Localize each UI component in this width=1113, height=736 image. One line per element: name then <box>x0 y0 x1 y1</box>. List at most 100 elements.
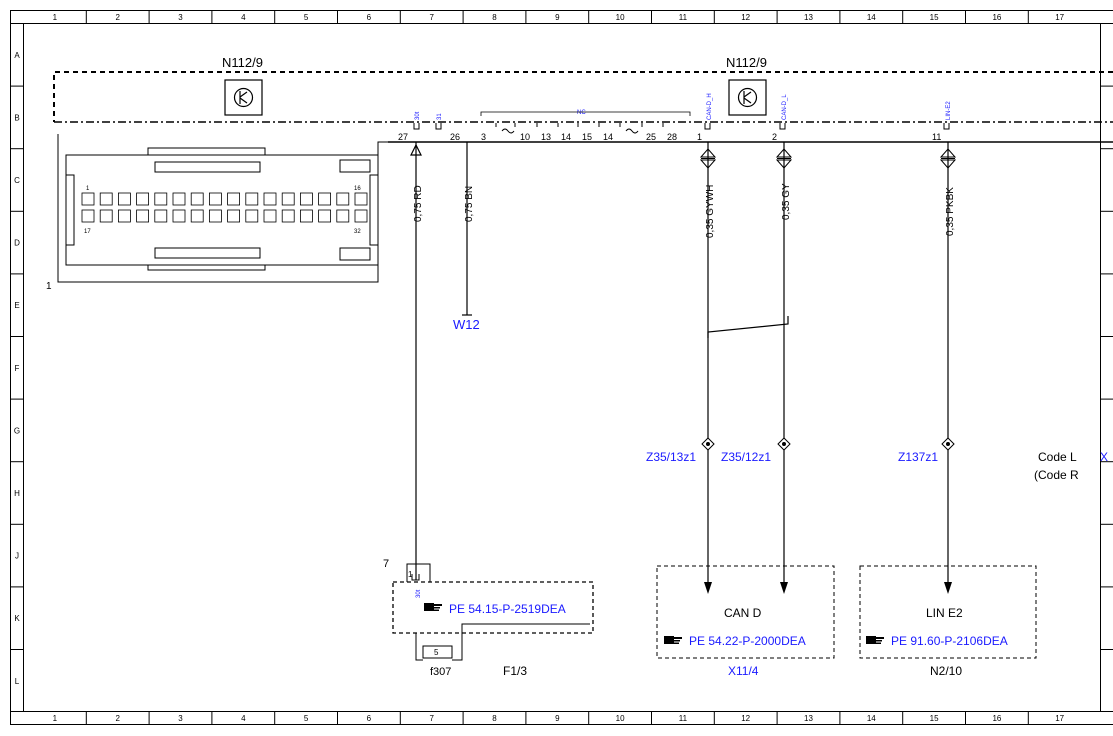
ground-reference-link[interactable]: W12 <box>453 317 480 332</box>
connector-pin-cell <box>318 192 332 206</box>
connector-pin-cell <box>299 209 313 223</box>
lin-pe-reference-link[interactable]: PE 91.60-P-2106DEA <box>891 634 1008 648</box>
connector-pin-cell <box>245 209 259 223</box>
column-label: 6 <box>367 714 372 723</box>
connector-pin-cell <box>136 192 150 206</box>
column-label: 8 <box>492 13 497 22</box>
module-label-right: N112/9 <box>726 55 767 70</box>
connector-housing <box>57 134 388 283</box>
fuse-signal: 30t <box>416 589 422 598</box>
wire-label-rd: 0,75 RD <box>413 185 424 222</box>
column-label: 13 <box>804 714 813 723</box>
can-box-title: CAN D <box>724 606 762 620</box>
wire-label-bn: 0,75 BN <box>464 186 475 222</box>
connector-pin-cell <box>172 192 186 206</box>
connector-pin-cell <box>299 192 313 206</box>
lin-box-title: LIN E2 <box>926 606 963 620</box>
hand-pointer-icon <box>424 603 442 611</box>
fuse-box-name: F1/3 <box>503 664 527 678</box>
wire-label-gy: 0,35 GY <box>781 183 792 220</box>
column-label: 1 <box>53 13 58 22</box>
pin-27: 27 <box>398 132 408 142</box>
column-label: 11 <box>679 13 688 22</box>
hand-pointer-icon <box>664 636 682 644</box>
row-dividers <box>10 85 1113 650</box>
column-label: 13 <box>804 13 813 22</box>
column-label: 10 <box>616 714 625 723</box>
connector-pin-cell <box>118 192 131 206</box>
row-label: G <box>14 426 20 435</box>
connector-pin-cell <box>336 209 350 223</box>
arrowheads <box>704 582 952 594</box>
fuse-pin-number: 1 <box>408 570 413 579</box>
fuse-block-outline <box>392 563 594 661</box>
connector-pin-cell <box>154 209 168 223</box>
column-label: 14 <box>867 13 876 22</box>
pin-13: 13 <box>541 132 551 142</box>
code-r-note: (Code R <box>1034 468 1079 482</box>
lin-box-name: N2/10 <box>930 664 962 678</box>
column-label: 15 <box>930 714 939 723</box>
pin-14: 14 <box>603 132 613 142</box>
splice-reference-lin[interactable]: Z137z1 <box>898 450 938 464</box>
connector-pin-cell <box>99 209 113 223</box>
signal-30t: 30t <box>415 111 421 120</box>
can-pe-reference-link[interactable]: PE 54.22-P-2000DEA <box>689 634 806 648</box>
connector-pin-cell <box>208 192 222 206</box>
connector-pin-cell <box>81 209 95 223</box>
column-label: 15 <box>930 13 939 22</box>
code-l-marker: X <box>1100 450 1108 464</box>
connector-pin-cell <box>354 209 368 223</box>
column-label: 11 <box>679 714 688 723</box>
connector-pin-cell <box>99 192 113 206</box>
connector-pin-cell <box>190 209 204 223</box>
column-label: 2 <box>115 13 120 22</box>
connector-pin-cell <box>227 192 241 206</box>
connector-pin-cell <box>154 192 168 206</box>
row-label: B <box>14 113 19 122</box>
connector-pin-cell <box>318 209 332 223</box>
column-label: 16 <box>992 714 1001 723</box>
column-label: 14 <box>867 714 876 723</box>
signal-can-h: CAN-D_H <box>707 93 713 120</box>
column-label: 5 <box>304 13 309 22</box>
code-l-note: Code L <box>1038 450 1077 464</box>
splice-reference-can-h[interactable]: Z35/13z1 <box>646 450 696 464</box>
splice-reference-can-l[interactable]: Z35/12z1 <box>721 450 771 464</box>
nc-bracket <box>480 111 691 116</box>
pin-11: 11 <box>932 132 941 142</box>
connector-pin-label: 16 <box>354 186 361 192</box>
wire-label-pkbk: 0,35 PKBK <box>945 187 956 236</box>
connector-pin-cell <box>263 192 277 206</box>
column-label: 7 <box>429 714 434 723</box>
wire-label-gywh: 0,35 GYWH <box>705 185 716 238</box>
row-label: K <box>14 614 20 623</box>
column-label: 6 <box>367 13 372 22</box>
connector-item-number: 1 <box>46 281 52 292</box>
signal-can-l: CAN-D_L <box>782 94 788 120</box>
connector-pin-label: 17 <box>84 229 91 235</box>
can-box-name-link[interactable]: X11/4 <box>728 664 759 678</box>
column-label: 8 <box>492 714 497 723</box>
row-label: E <box>14 301 19 310</box>
pin-14: 14 <box>561 132 571 142</box>
row-label: A <box>14 51 20 60</box>
connector-pin-cell <box>81 192 95 206</box>
signal-nc: NC <box>577 110 586 116</box>
connector-pin-cell <box>281 209 295 223</box>
column-label: 3 <box>178 714 183 723</box>
column-label: 3 <box>178 13 183 22</box>
fuse-pe-reference-link[interactable]: PE 54.15-P-2519DEA <box>449 602 566 616</box>
column-label: 4 <box>241 13 246 22</box>
pin-terminals <box>413 123 950 134</box>
row-label: H <box>14 489 20 498</box>
column-label: 4 <box>241 714 246 723</box>
pin-3: 3 <box>481 132 486 142</box>
column-label: 9 <box>555 13 560 22</box>
connector-arrows <box>699 148 957 169</box>
connector-pin-label: 1 <box>86 186 90 192</box>
sheet-frame <box>10 10 1113 725</box>
connector-pin-cell <box>245 192 259 206</box>
fuse-connector-number: 7 <box>383 558 389 570</box>
